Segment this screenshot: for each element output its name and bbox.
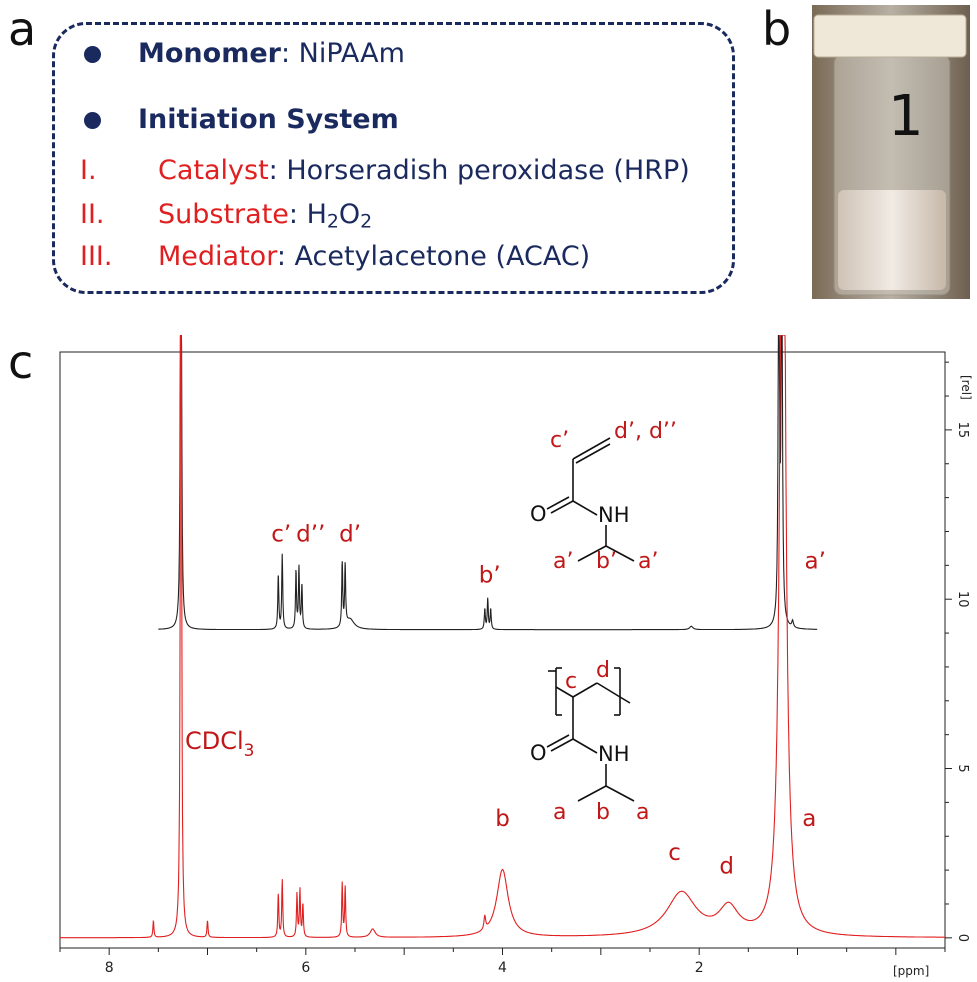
peak-label: d’ — [339, 522, 361, 548]
peak-label: d’’ — [296, 522, 325, 548]
polymer-label-O: O — [530, 741, 547, 765]
vial-photo: 1 — [812, 5, 970, 299]
panel-label-b: b — [762, 2, 792, 56]
y-axis-unit: [rel] — [959, 375, 973, 400]
polymer-label-d: d — [596, 658, 610, 683]
substrate-sub1: 2 — [326, 210, 339, 233]
y-tick-label: 15 — [955, 422, 970, 439]
monomer-label-a1: a’ — [553, 549, 573, 574]
polymer-label-NH: NH — [598, 742, 630, 766]
monomer-label-b: b’ — [596, 549, 617, 574]
item-2-line: Substrate: H2O2 — [158, 199, 372, 233]
peak-label: b’ — [479, 562, 501, 588]
catalyst-value: : Horseradish peroxidase (HRP) — [268, 155, 690, 186]
polymer-label-a1: a — [553, 800, 566, 825]
x-tick-label: 8 — [105, 960, 114, 976]
solvent-label: CDCl3 — [185, 727, 255, 761]
substrate-sub2: 2 — [360, 210, 373, 233]
substrate-label: Substrate — [158, 199, 289, 230]
monomer-trace — [158, 335, 818, 631]
item-1-numeral: I. — [80, 155, 97, 186]
panel-label-a: a — [8, 2, 37, 56]
monomer-labels: c’ d’, d’’ O NH a’ b’ a’ — [530, 419, 677, 574]
vial-number: 1 — [888, 84, 924, 149]
substrate-value: : H — [288, 199, 327, 230]
polymer-label-a2: a — [636, 800, 649, 825]
polymer-label-c: c — [565, 669, 577, 694]
bullet-initiation — [84, 112, 101, 129]
vial-contents — [838, 190, 946, 290]
mediator-label: Mediator — [158, 241, 277, 272]
item-1-line: Catalyst: Horseradish peroxidase (HRP) — [158, 155, 690, 186]
plot-frame — [59, 351, 946, 949]
monomer-structure — [546, 437, 635, 562]
spectrum-traces — [60, 335, 945, 939]
initiation-system-box — [52, 22, 735, 294]
x-tick-label: 6 — [301, 960, 310, 976]
initiation-label: Initiation System — [138, 104, 399, 135]
polymer-structure — [546, 667, 635, 802]
y-tick-label: 0 — [955, 934, 970, 942]
monomer-label-a2: a’ — [638, 549, 658, 574]
polymer-trace — [60, 335, 945, 939]
monomer-label-d: d’, d’’ — [614, 419, 677, 444]
mediator-value: : Acetylacetone (ACAC) — [276, 241, 591, 272]
panel-label-c: c — [8, 335, 34, 389]
item-2-numeral: II. — [80, 199, 105, 230]
y-tick-label: 5 — [955, 764, 970, 772]
peak-label: d — [719, 854, 734, 880]
polymer-label-b: b — [596, 800, 610, 825]
item-3-line: Mediator: Acetylacetone (ACAC) — [158, 241, 590, 272]
item-3-numeral: III. — [80, 241, 113, 272]
bullet-monomer — [84, 46, 101, 63]
polymer-labels: c d O NH a b a — [530, 658, 649, 825]
monomer-value: : NiPAAm — [280, 38, 405, 69]
x-tick-label: 4 — [498, 960, 507, 976]
peak-label: a’ — [804, 549, 825, 575]
peak-label: c — [668, 840, 681, 866]
substrate-mid: O — [338, 199, 361, 230]
axis-ticks: 8 6 4 2 0 5 10 15 — [59, 361, 970, 976]
peak-label: c’ — [271, 522, 291, 548]
peak-label: b — [495, 806, 510, 832]
monomer-label-c: c’ — [550, 428, 569, 453]
catalyst-label: Catalyst — [158, 155, 269, 186]
vial-cap — [813, 14, 967, 58]
monomer-label-NH: NH — [598, 503, 630, 527]
x-tick-label: 2 — [695, 960, 704, 976]
x-axis-unit: [ppm] — [893, 964, 929, 978]
monomer-line: Monomer: NiPAAm — [138, 38, 405, 69]
y-tick-label: 10 — [955, 591, 970, 608]
peak-label: a — [802, 806, 816, 832]
monomer-label: Monomer — [138, 38, 281, 69]
monomer-label-O: O — [530, 502, 547, 526]
